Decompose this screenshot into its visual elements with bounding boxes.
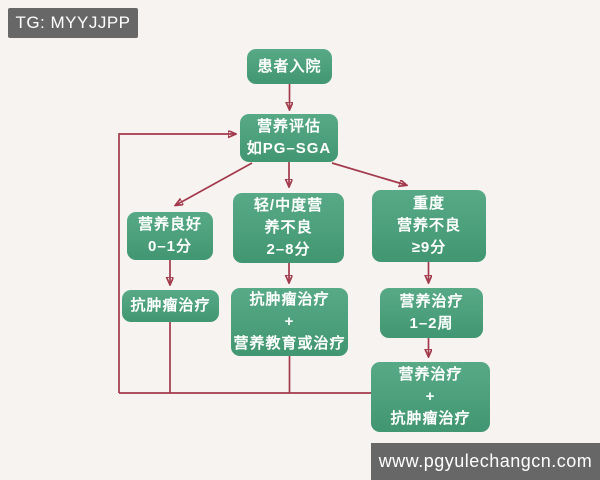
node-patient-admission: 患者入院 (247, 49, 332, 84)
node-mild-moderate-malnutrition: 轻/中度营 养不良 2–8分 (233, 193, 344, 263)
node-label: 0–1分 (147, 238, 193, 255)
watermark-text: www.pgyulechangcn.com (378, 451, 593, 471)
node-severe-malnutrition: 重度 营养不良 ≥9分 (372, 190, 486, 262)
arrow-assessment-to-severe (331, 162, 406, 185)
node-label: 轻/中度营 (253, 197, 324, 214)
node-nutrition-plus-antitumor-therapy: 营养治疗 + 抗肿瘤治疗 (371, 362, 490, 432)
node-label: 抗肿瘤治疗 (390, 410, 471, 427)
node-antitumor-plus-nutrition-education: 抗肿瘤治疗 + 营养教育或治疗 (231, 288, 348, 356)
node-label: 营养教育或治疗 (233, 335, 346, 352)
node-label: 营养良好 (137, 216, 202, 233)
tg-label-text: TG: MYYJJPP (15, 13, 131, 32)
node-label: 营养治疗 (398, 366, 463, 383)
node-label: 营养治疗 (399, 293, 464, 310)
node-label: 营养评估 (256, 118, 321, 135)
node-label: 抗肿瘤治疗 (249, 291, 330, 308)
tg-label: TG: MYYJJPP (8, 8, 138, 38)
node-label: 养不良 (264, 219, 313, 236)
node-well-nourished: 营养良好 0–1分 (127, 212, 213, 260)
node-label: ≥9分 (411, 239, 447, 256)
node-label: 如PG–SGA (246, 140, 332, 157)
node-label: 抗肿瘤治疗 (130, 297, 211, 314)
node-label: 患者入院 (257, 57, 322, 75)
arrow-feedback-loop-to-assessment (118, 134, 235, 393)
node-label: 营养不良 (396, 217, 461, 234)
node-nutrition-assessment: 营养评估 如PG–SGA (240, 114, 338, 162)
watermark: www.pgyulechangcn.com (371, 443, 600, 480)
node-antitumor-therapy: 抗肿瘤治疗 (122, 290, 219, 322)
node-label: + (284, 313, 295, 330)
node-label: 2–8分 (266, 241, 311, 258)
node-nutrition-therapy-1-2-weeks: 营养治疗 1–2周 (380, 288, 483, 338)
node-label: + (425, 388, 436, 405)
node-label: 重度 (412, 195, 445, 212)
node-label: 1–2周 (409, 315, 454, 332)
